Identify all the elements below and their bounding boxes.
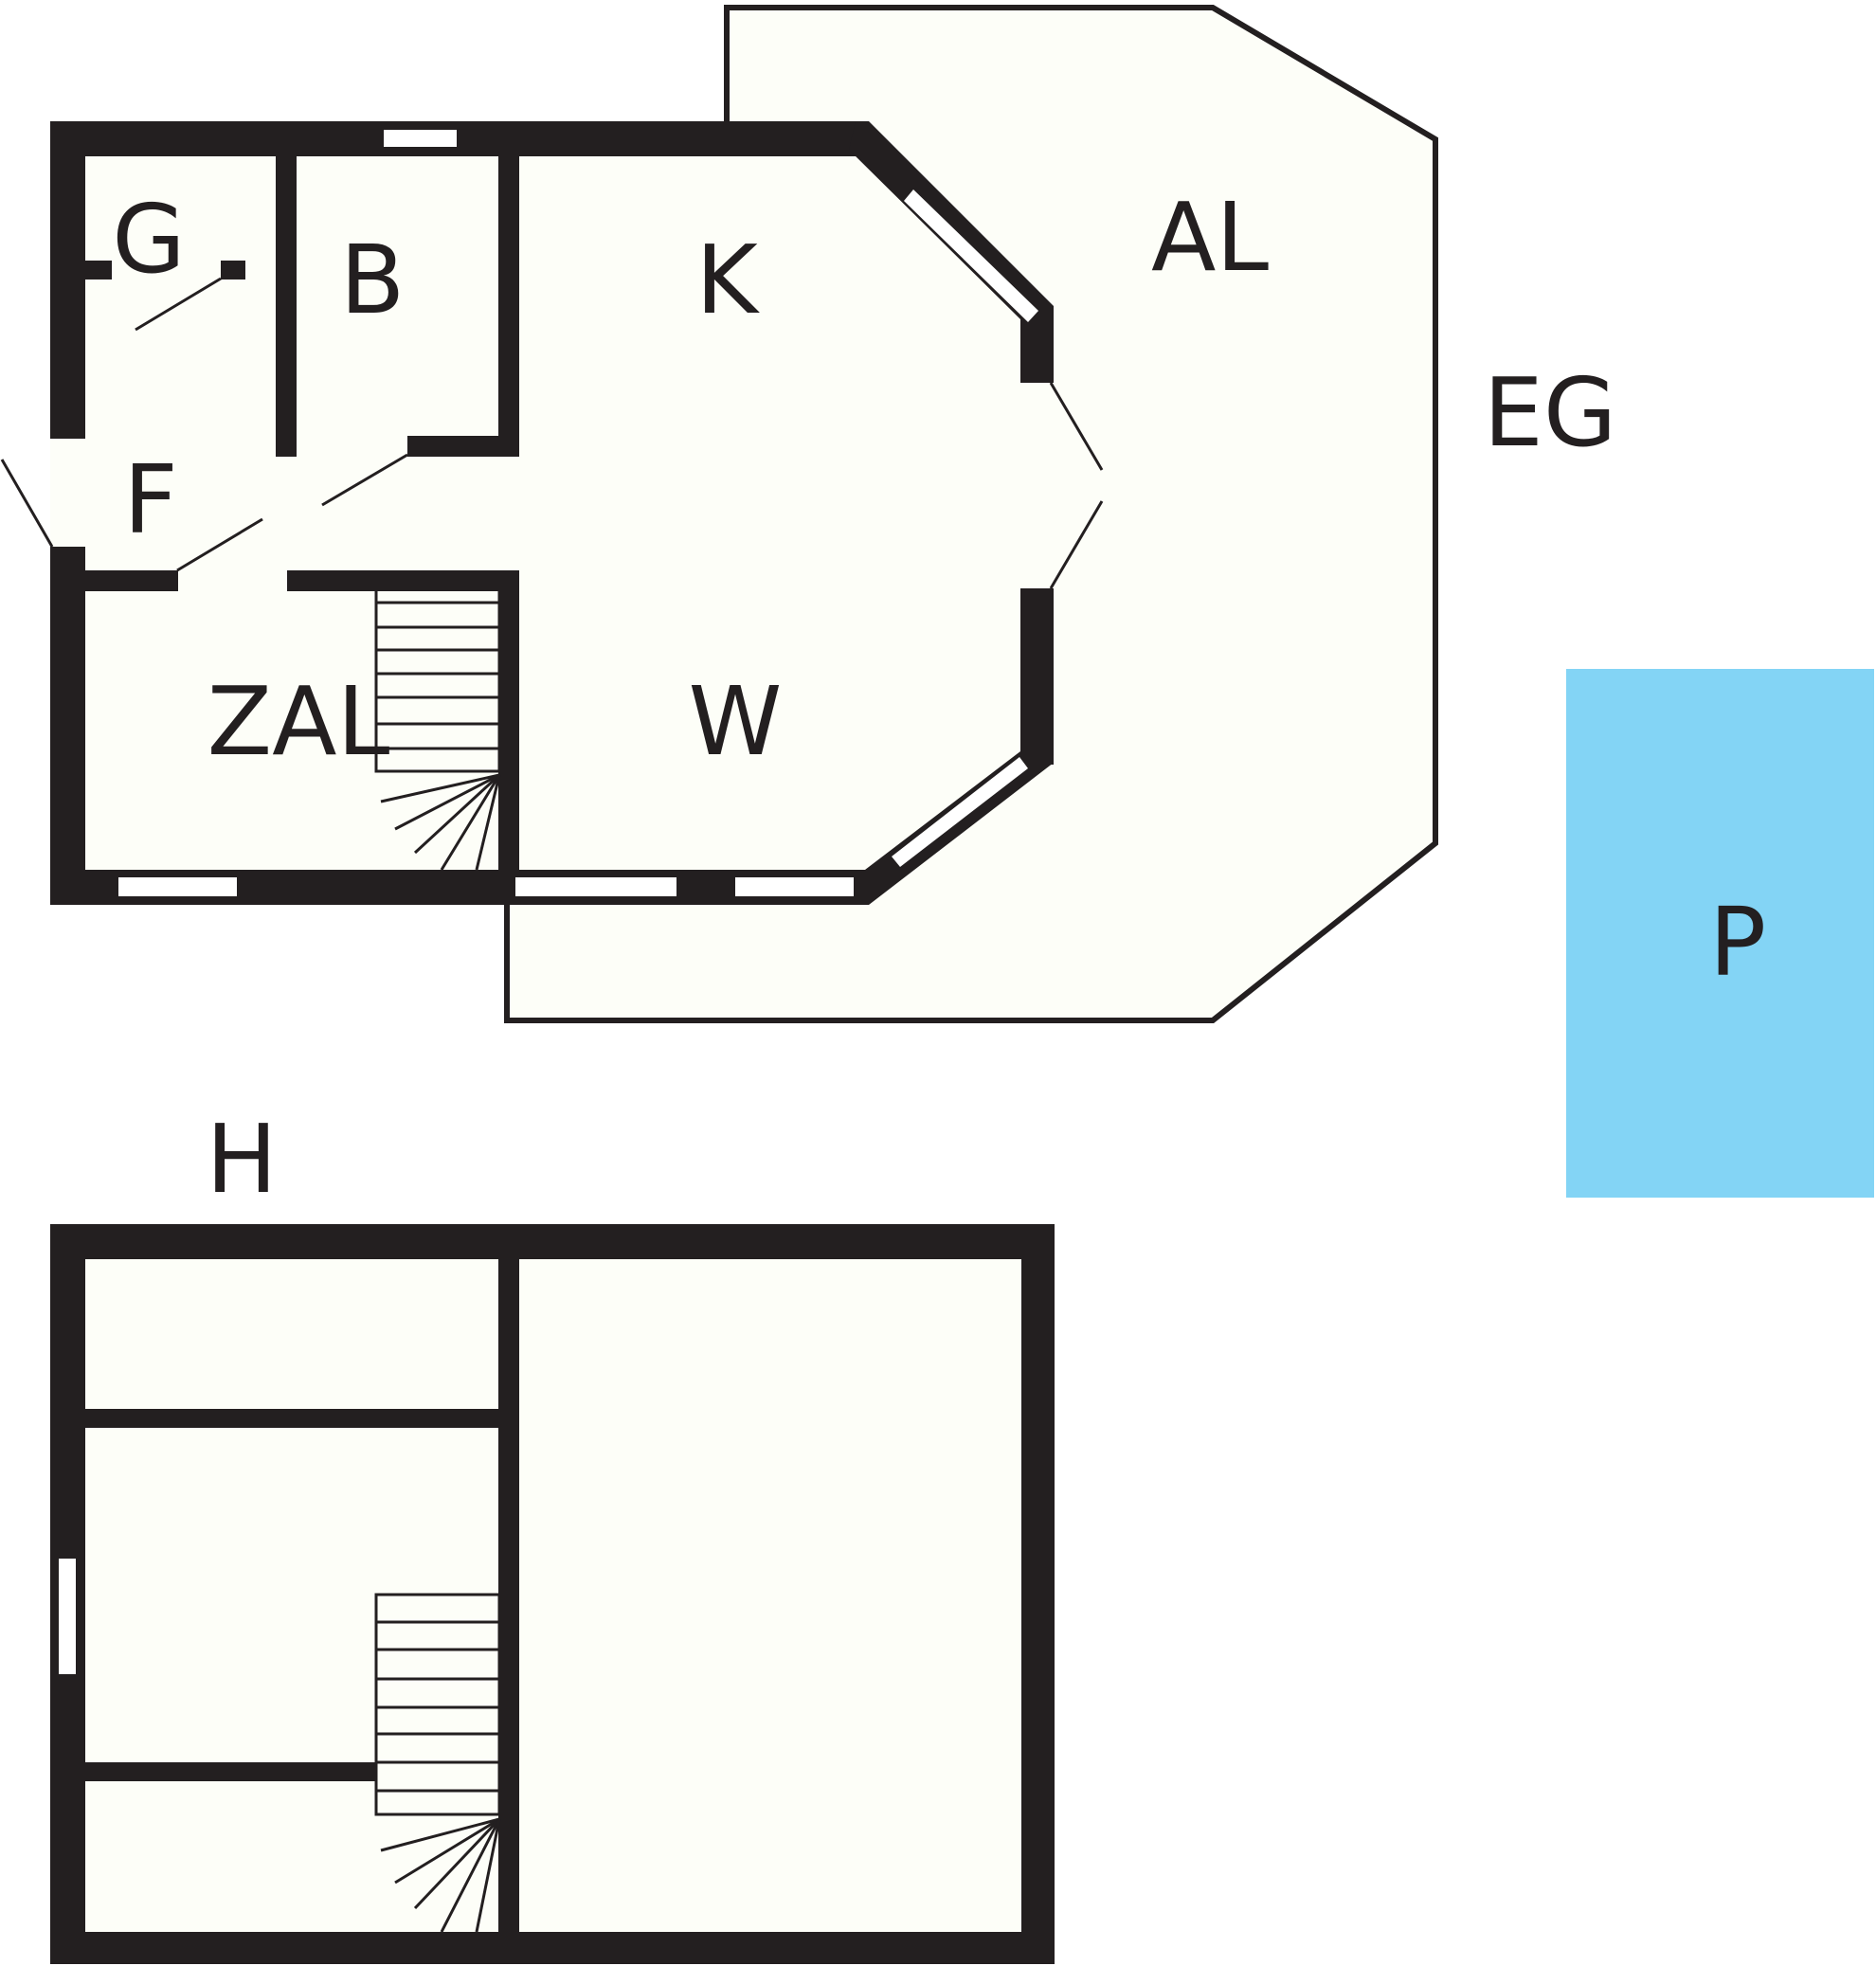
upper-floor [50,1224,1055,1964]
label-kitchen: K [695,225,760,335]
label-bath: B [340,225,406,335]
window-diagonal-top [904,189,1038,322]
window-bottom-middle [515,877,676,896]
window-upper-left [59,1559,76,1674]
window-bottom-left [118,877,237,896]
door-opening-hall [178,570,287,591]
label-hall-room: ZAL [207,666,390,777]
ground-floor-openings [50,130,1054,896]
ground-floor-interior [52,123,1052,902]
window-bottom-right [735,877,854,896]
label-ground-floor: EG [1484,357,1617,468]
label-upper-floor: H [206,1104,277,1215]
label-terrace: AL [1151,182,1269,293]
door-opening-bath [297,436,407,457]
door-opening-right [1020,383,1054,588]
label-garage: G [112,184,186,295]
label-pool: P [1709,887,1766,998]
label-living: W [689,666,783,777]
window-top [384,130,457,147]
staircase-upper [374,1593,501,1933]
label-hall: F [123,444,178,555]
window-diagonal-bottom [892,757,1028,867]
pool [1566,669,1874,1198]
door-swings [0,277,1104,589]
door-opening-left [50,439,85,547]
staircase-ground [374,587,501,871]
